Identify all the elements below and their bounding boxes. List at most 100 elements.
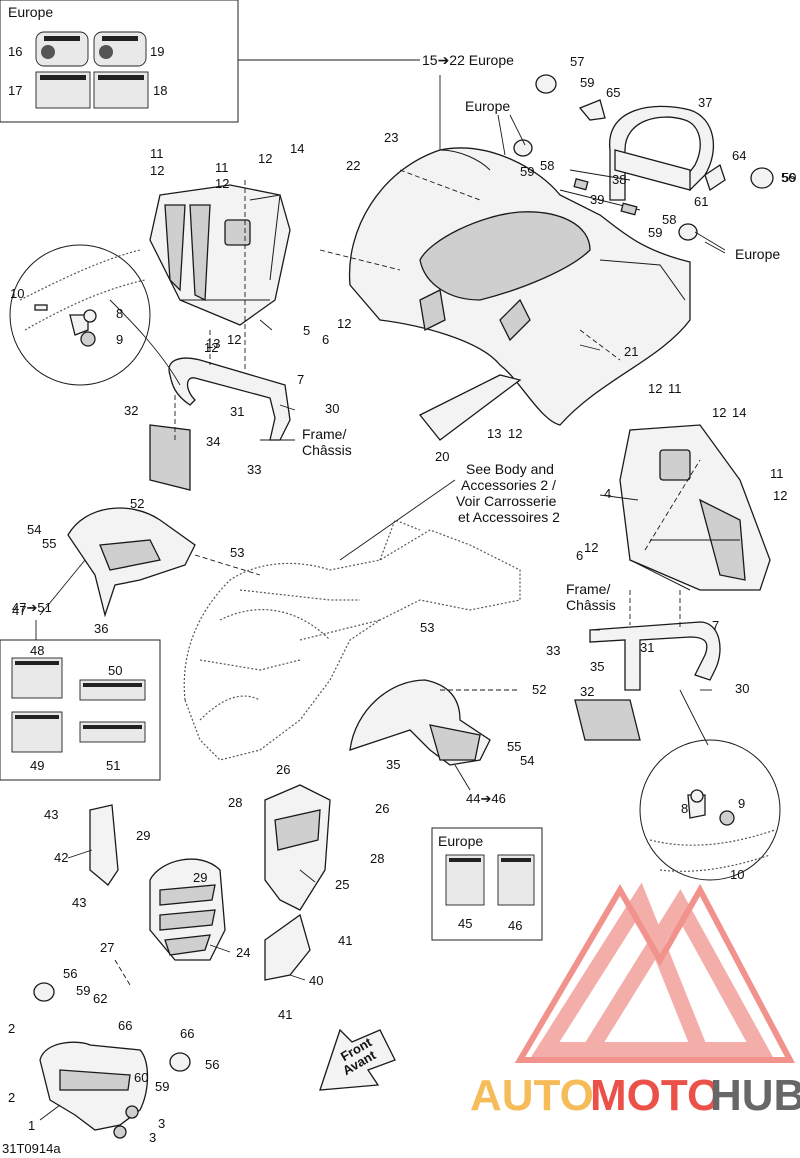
label-16: 16 [8, 44, 22, 59]
part-number-12: 12 [508, 426, 522, 441]
part-number-39: 39 [590, 192, 604, 207]
right-footrest-shield [619, 424, 771, 591]
part-number-28: 28 [370, 851, 384, 866]
detail-circle-left [9, 244, 151, 386]
part-number-29: 29 [136, 828, 150, 843]
cap-58-right [678, 223, 698, 241]
part-number-58: 58 [662, 212, 676, 227]
callout-frame-left-2: Châssis [302, 442, 352, 458]
part-number-53: 53 [230, 545, 244, 560]
label-51: 51 [106, 758, 120, 773]
part-number-8: 8 [116, 306, 123, 321]
part-number-11: 11 [770, 466, 784, 481]
cap-56-bottom-left [33, 982, 55, 1002]
part-number-32: 32 [580, 684, 594, 699]
detail-circle-right [639, 739, 781, 881]
left-footrest-shield [149, 184, 291, 326]
part-number-35: 35 [590, 659, 604, 674]
callout-15-22-europe: 15➔22 Europe [422, 52, 514, 68]
europe-decal-box-top: Europe 16 19 17 18 [0, 0, 239, 123]
diagram-code: 31T0914a [2, 1141, 61, 1156]
part-number-59: 59 [76, 983, 90, 998]
part-number-64: 64 [732, 148, 746, 163]
callout-see-body-2: Accessories 2 / [461, 477, 556, 493]
label-18: 18 [153, 83, 167, 98]
label-50: 50 [108, 663, 122, 678]
part-number-56: 56 [205, 1057, 219, 1072]
front-fascia-25 [264, 784, 331, 911]
part-number-12: 12 [227, 332, 241, 347]
part-number-9: 9 [738, 796, 745, 811]
part-number-13: 13 [206, 336, 220, 351]
part-number-31: 31 [640, 640, 654, 655]
europe-decal-box-bottom: Europe 45 46 [431, 827, 543, 941]
part-number-26: 26 [276, 762, 290, 777]
part-number-21: 21 [624, 344, 638, 359]
front-fender [348, 147, 691, 426]
callout-44-46: 44➔46 [466, 791, 506, 806]
part-number-30: 30 [735, 681, 749, 696]
cap-56-bottom-right [169, 1052, 191, 1072]
cap-57 [535, 74, 557, 94]
part-number-60: 60 [134, 1070, 148, 1085]
part-number-33: 33 [546, 643, 560, 658]
part-number-27: 27 [100, 940, 114, 955]
part-number-38: 38 [612, 172, 626, 187]
part-number-53: 53 [420, 620, 434, 635]
front-direction-arrow: Front Avant [319, 1028, 396, 1091]
cap-58-left [513, 139, 533, 157]
part-number-59: 59 [580, 75, 594, 90]
decal-box-47-51: 48 50 49 51 [0, 639, 161, 781]
part-number-10: 10 [10, 286, 24, 301]
watermark-logo: AUTO MOTO HUB [470, 882, 800, 1120]
part-number-65: 65 [606, 85, 620, 100]
part-number-26: 26 [375, 801, 389, 816]
part-number-12: 12 [584, 540, 598, 555]
part-number-34: 34 [206, 434, 220, 449]
part-number-14: 14 [290, 141, 304, 156]
part-number-56: 56 [781, 170, 795, 185]
watermark-text-auto: AUTO [470, 1071, 594, 1120]
part-number-57: 57 [570, 54, 584, 69]
part-number-41: 41 [278, 1007, 292, 1022]
part-number-2: 2 [8, 1090, 15, 1105]
guard-40 [264, 913, 311, 981]
part-number-12: 12 [204, 340, 218, 355]
label-46: 46 [508, 918, 522, 933]
part-number-22: 22 [346, 158, 360, 173]
part-number-5: 5 [303, 323, 310, 338]
part-number-7: 7 [712, 618, 719, 633]
callout-frame-left-1: Frame/ [302, 426, 346, 442]
part-number-52: 52 [532, 682, 546, 697]
part-number-12: 12 [150, 163, 164, 178]
part-number-32: 32 [124, 403, 138, 418]
part-number-4: 4 [604, 486, 611, 501]
part-20-strip [418, 374, 522, 441]
part-number-11: 11 [150, 146, 164, 161]
part-number-3: 3 [149, 1130, 156, 1145]
front-fender-left [67, 507, 196, 618]
part-number-10: 10 [730, 867, 744, 882]
bracket-65 [578, 99, 606, 121]
part-number-61: 61 [694, 194, 708, 209]
part-number-66: 66 [118, 1018, 132, 1033]
left-support-bracket [149, 357, 291, 491]
part-number-41: 41 [338, 933, 352, 948]
part-number-42: 42 [54, 850, 68, 865]
callout-europe-right: Europe [735, 246, 780, 262]
part-number-66: 66 [180, 1026, 194, 1041]
part-number-52: 52 [130, 496, 144, 511]
part-number-2: 2 [8, 1021, 15, 1036]
part-number-37: 37 [698, 95, 712, 110]
part-number-9: 9 [116, 332, 123, 347]
part-number-1: 1 [28, 1118, 35, 1133]
part-number-3: 3 [158, 1116, 165, 1131]
front-fender-right [349, 679, 491, 766]
label-49: 49 [30, 758, 44, 773]
callout-47-51: 47➔51 [12, 600, 52, 615]
rear-rack-bracket [559, 105, 726, 216]
part-number-12: 12 [337, 316, 351, 331]
callout-see-body-3: Voir Carrosserie [456, 493, 557, 509]
